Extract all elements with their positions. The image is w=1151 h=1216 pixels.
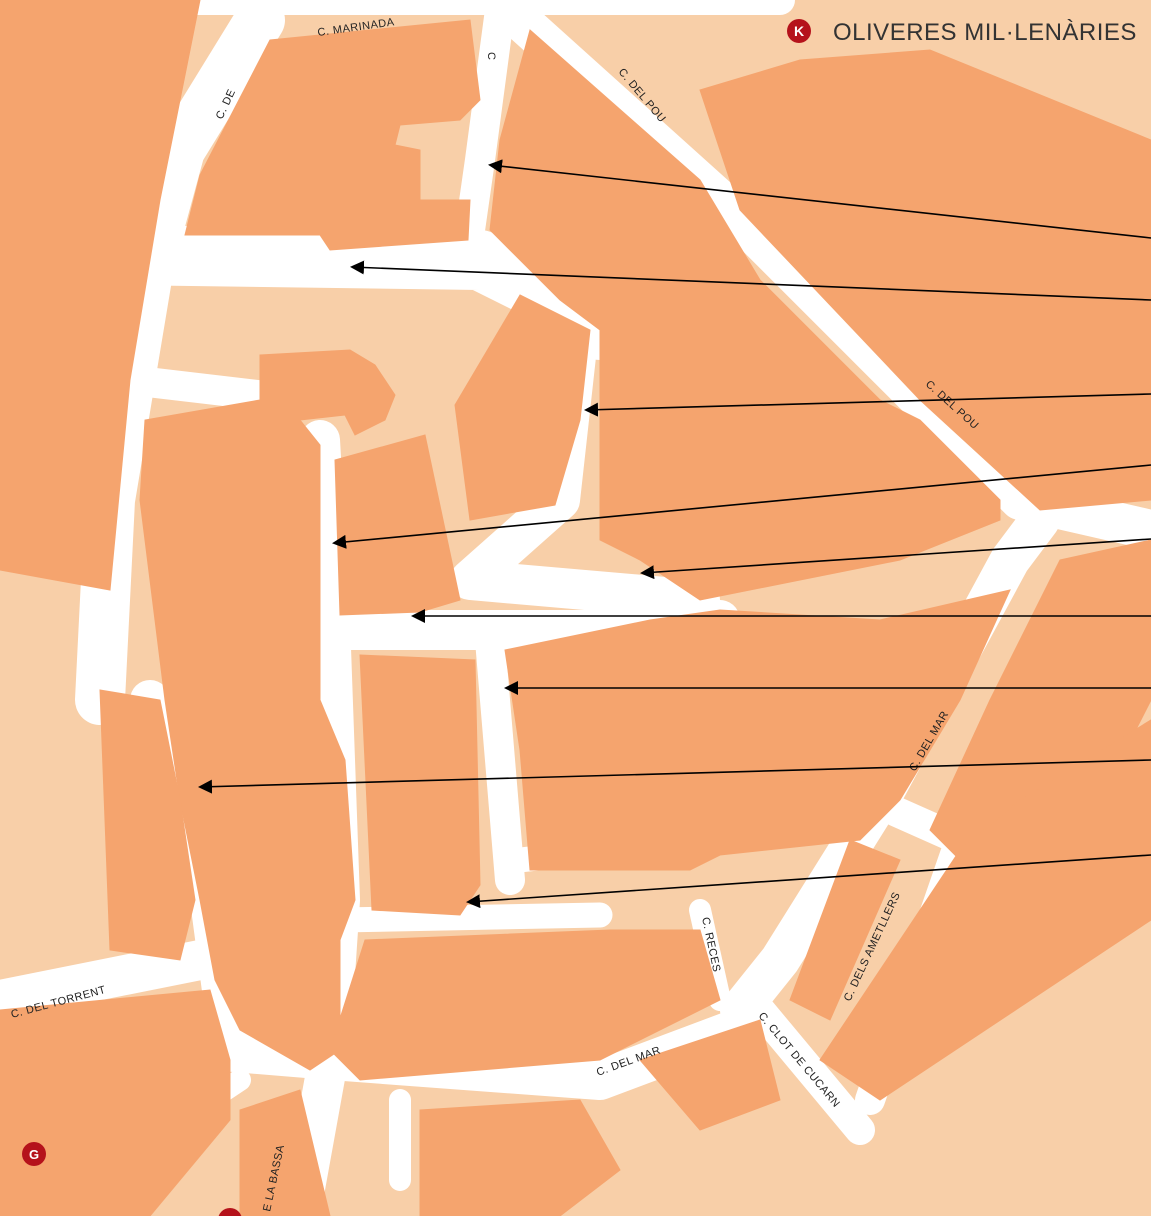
block-south-b: [419, 1099, 621, 1216]
block-west-lower: [99, 689, 196, 961]
arrow-2: [350, 260, 1151, 301]
block-centre-b: [334, 434, 461, 616]
arrow-3: [584, 393, 1151, 417]
block-south-mid: [239, 1089, 331, 1216]
marker-g-badge: [22, 1142, 46, 1166]
arrow-8: [198, 759, 1151, 794]
block-north-b: [489, 29, 1001, 601]
block-south-west: [0, 989, 231, 1216]
block-south-centre: [329, 929, 721, 1081]
block-north-a: [184, 19, 481, 251]
block-south-c: [639, 1019, 781, 1131]
legend: K OLIVERES MIL·LENÀRIES: [787, 19, 1137, 46]
arrow-9: [466, 854, 1151, 909]
legend-title: OLIVERES MIL·LENÀRIES: [833, 19, 1137, 46]
block-centre-a: [454, 294, 591, 521]
legend-marker-badge: [787, 19, 811, 43]
block-west: [0, 0, 201, 591]
block-centre-c: [359, 654, 481, 916]
marker-g[interactable]: G: [22, 1142, 46, 1166]
arrow-5: [640, 538, 1151, 580]
annotation-arrows: [198, 159, 1151, 909]
marker-g-letter: G: [29, 1147, 39, 1162]
marker-partial-badge: [218, 1208, 242, 1216]
block-ametllers: [789, 839, 901, 1021]
arrow-4: [332, 464, 1151, 549]
street-label-c: C: [485, 52, 497, 60]
legend-marker-letter: K: [794, 23, 804, 39]
arrow-1: [488, 159, 1151, 239]
block-east-lower: [819, 719, 1151, 1101]
block-south-east: [504, 589, 1011, 871]
block-east-top: [699, 49, 1151, 511]
block-keep: [139, 349, 396, 1071]
